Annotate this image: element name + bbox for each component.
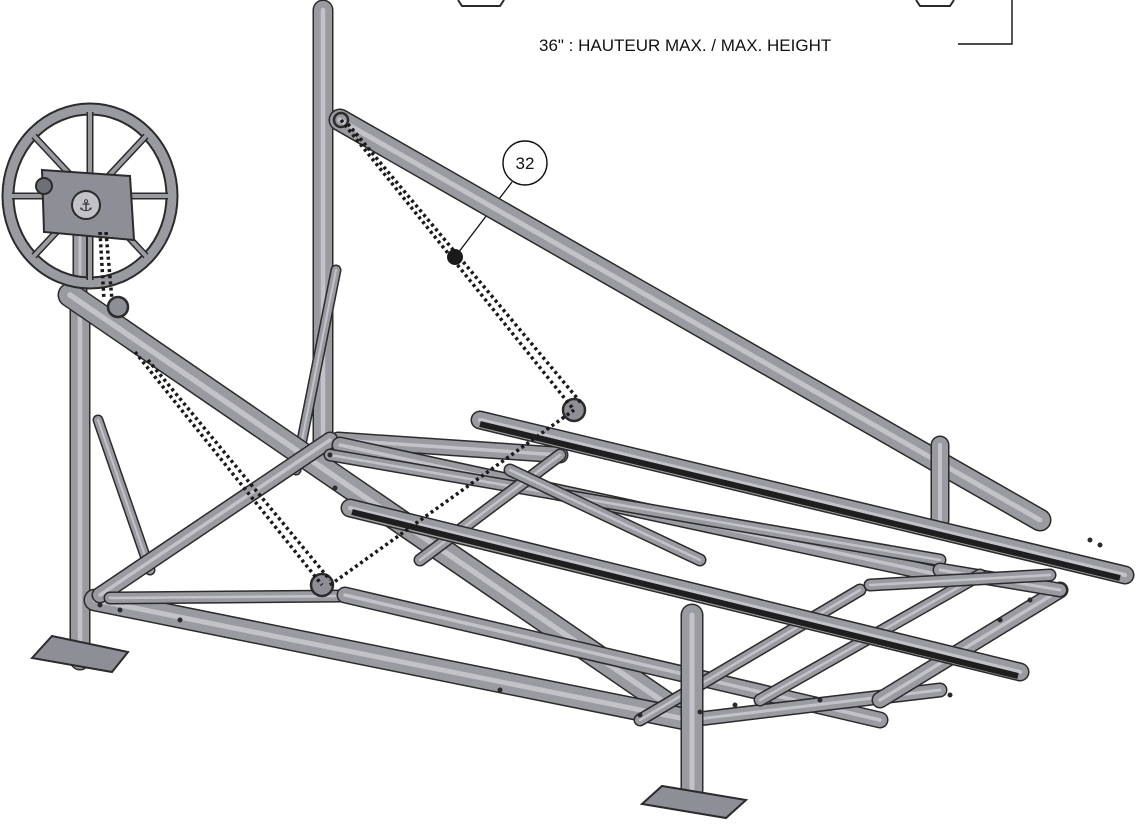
- bolt: [1097, 542, 1103, 548]
- callout-32: 32: [454, 140, 548, 258]
- upper-diagonal-right: [328, 108, 1052, 532]
- inner-rail-2: [323, 448, 947, 567]
- rear-brace: [290, 264, 342, 476]
- base-cross-left: [103, 589, 352, 605]
- bolt: [497, 687, 503, 693]
- bolt: [177, 617, 183, 623]
- cross-brace-1: [633, 583, 867, 727]
- svg-text:⚓: ⚓: [79, 196, 93, 215]
- bolt: [332, 485, 338, 491]
- pulleys: [106, 111, 587, 598]
- bolt: [1087, 537, 1093, 543]
- cables: [98, 118, 584, 587]
- base-left-diagonal: [91, 431, 339, 604]
- foot-plates: [30, 634, 749, 820]
- bunk-carpet-left: [351, 509, 1019, 679]
- height-dimension: 36" : HAUTEUR MAX. / MAX. HEIGHT: [457, 0, 1013, 55]
- bunk-carpet-right: [479, 421, 1121, 581]
- foot-plate-left: [30, 634, 130, 674]
- handwheel: ⚓: [1, 102, 179, 290]
- bolt: [97, 602, 103, 608]
- bolt: [637, 712, 643, 718]
- height-label: 36" : HAUTEUR MAX. / MAX. HEIGHT: [539, 36, 831, 55]
- bolt: [327, 452, 333, 458]
- rear-crossbar: [329, 431, 569, 464]
- bolt: [817, 697, 823, 703]
- anchor-icon: [71, 190, 101, 220]
- bolt: [117, 607, 123, 613]
- bolt: [997, 617, 1003, 623]
- callout-number: 32: [516, 154, 535, 173]
- left-brace: [92, 414, 156, 576]
- inner-rail: [336, 586, 889, 729]
- bunk-left: [340, 498, 1030, 682]
- base-front-rail: [83, 588, 702, 732]
- cross-brace-3: [413, 448, 567, 567]
- bolt: [732, 702, 738, 708]
- bolt: [1027, 597, 1033, 603]
- right-front-rail: [871, 581, 1069, 709]
- bolt: [697, 709, 703, 715]
- bunk-right: [470, 410, 1135, 585]
- cross-bar-right: [863, 568, 1057, 592]
- lift-frame: [57, 0, 1135, 802]
- cross-brace-4: [503, 463, 707, 567]
- bolt: [947, 692, 953, 698]
- foot-plate-front: [639, 784, 749, 820]
